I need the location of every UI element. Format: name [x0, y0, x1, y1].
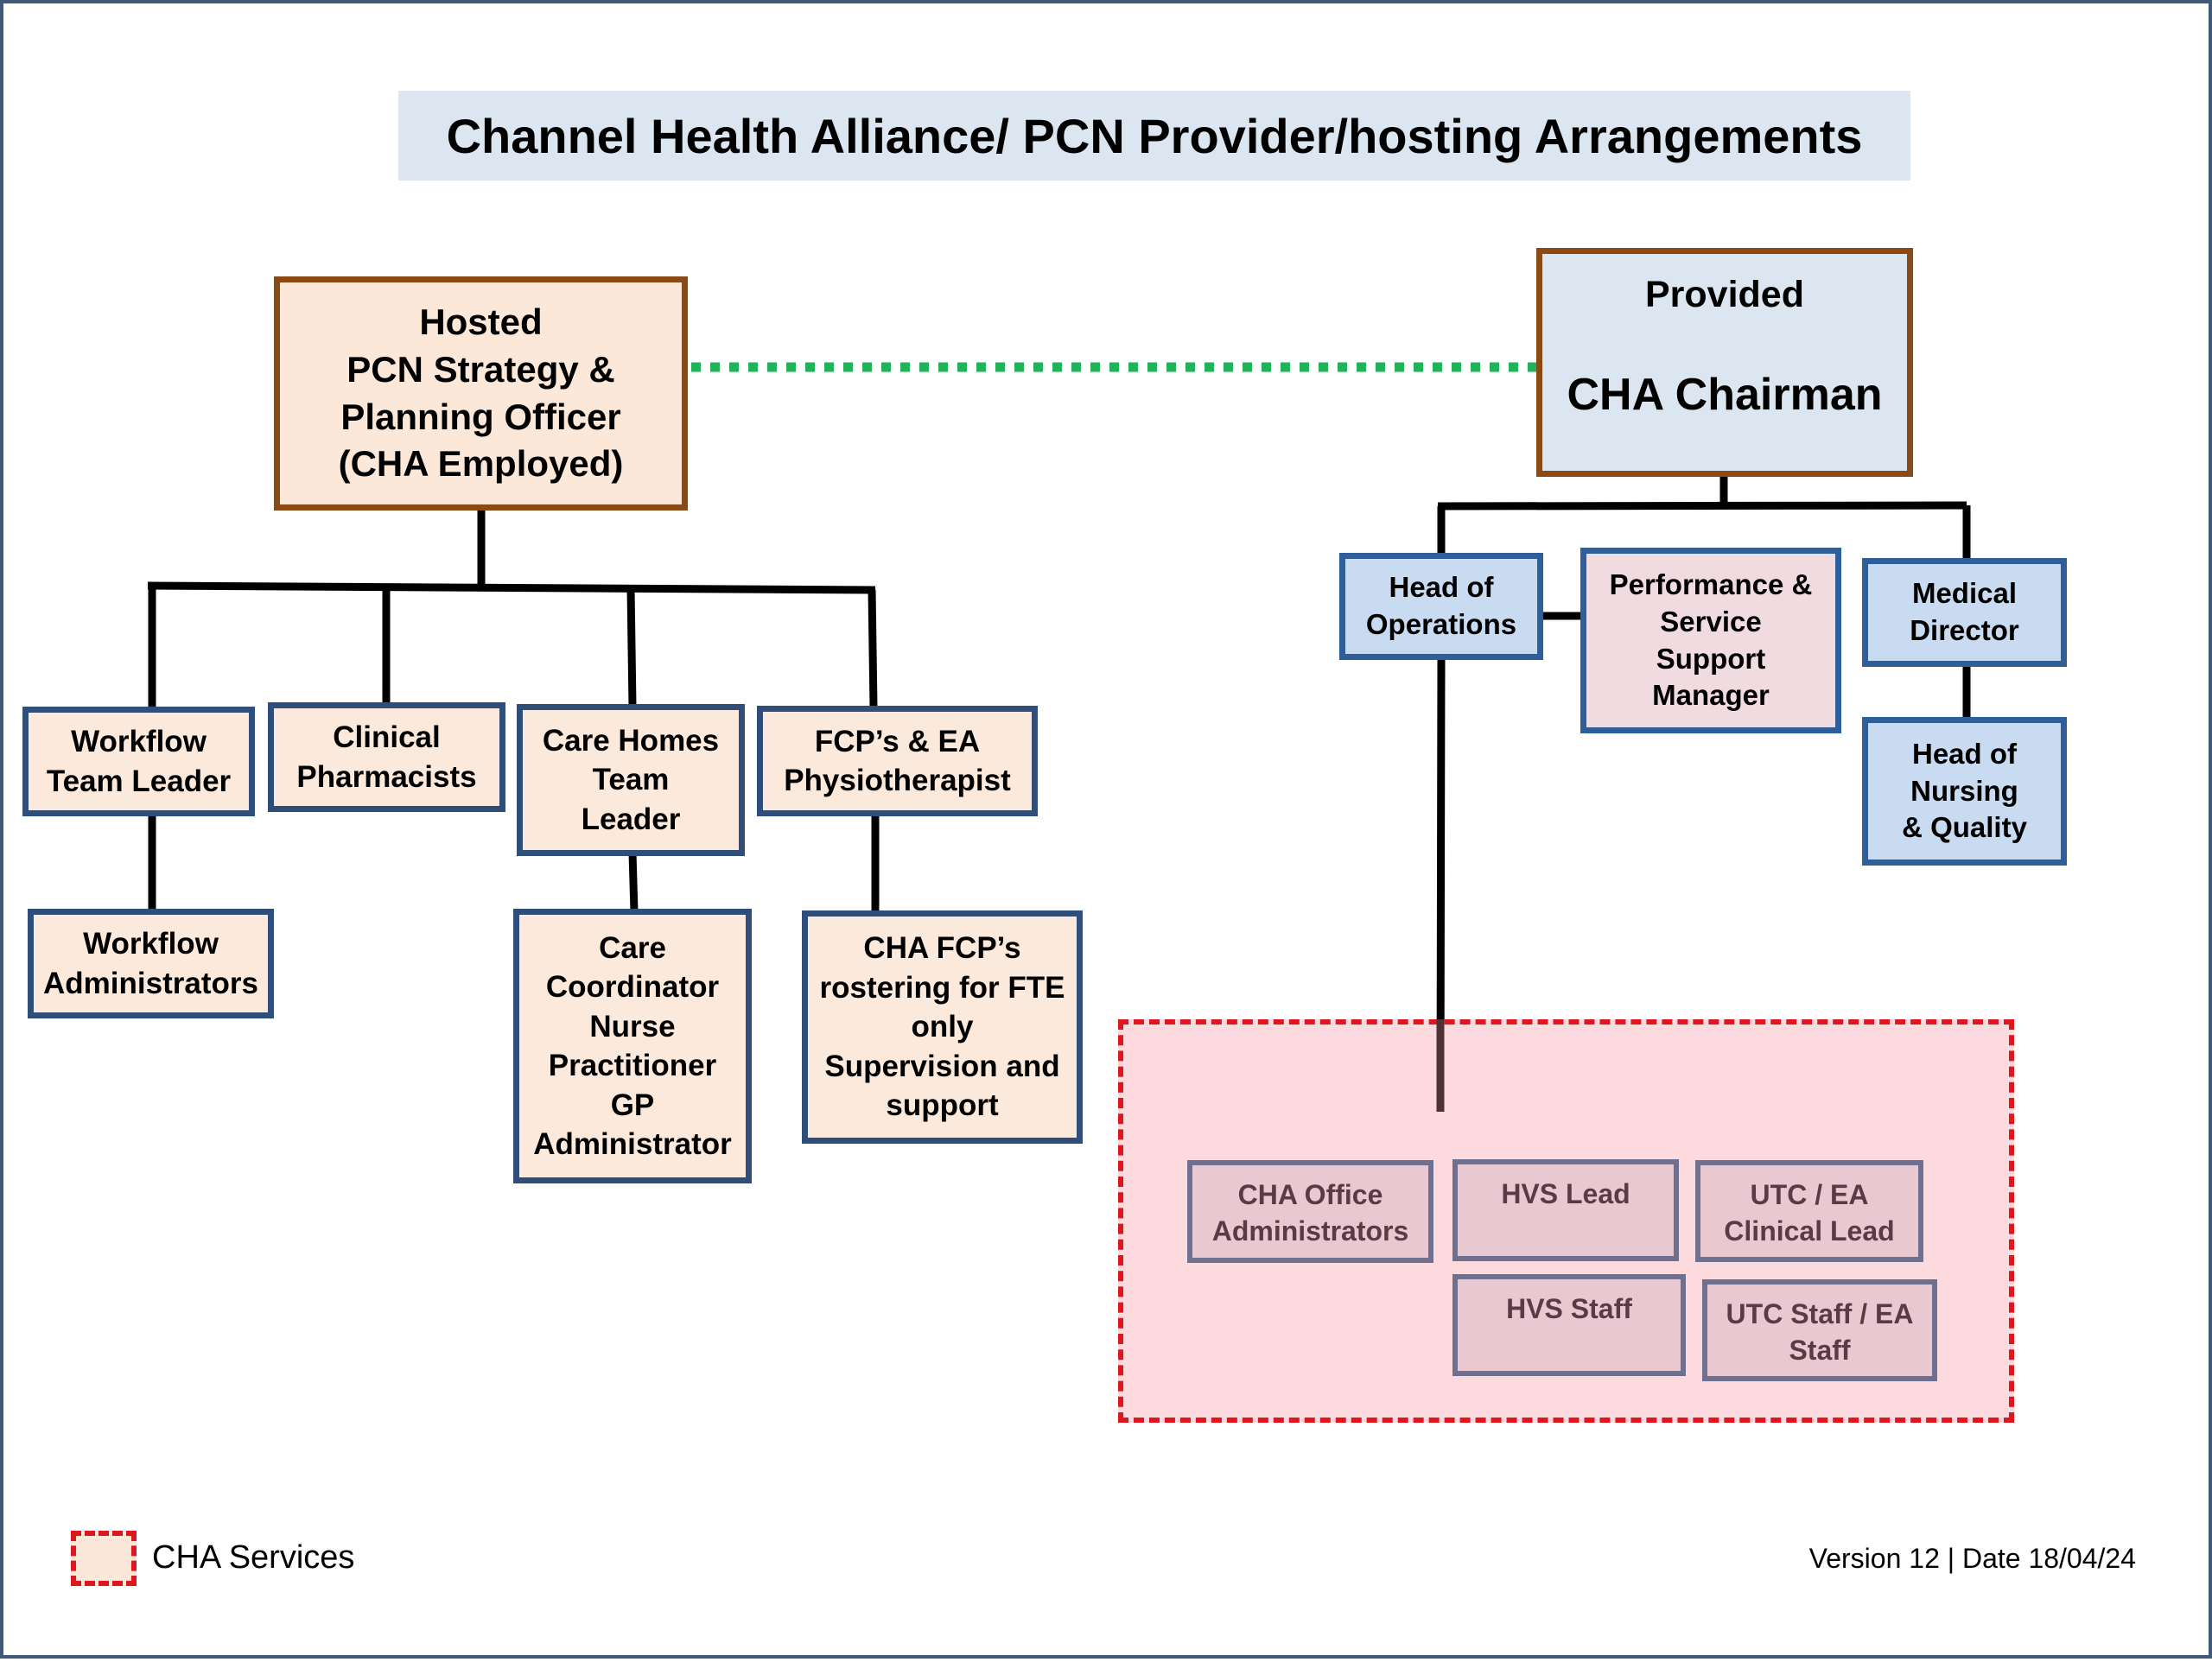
role-line: Workflow	[83, 927, 219, 961]
role-line: Manager	[1652, 679, 1770, 712]
role-line: HVS Lead	[1501, 1178, 1630, 1209]
role-line: Support	[1656, 642, 1766, 675]
role-line: Clinical	[333, 720, 441, 754]
role-line: Operations	[1365, 608, 1517, 640]
hosted-label: Hosted	[419, 301, 543, 343]
role-line: CHA FCP’s	[863, 931, 1021, 966]
role-line: Practitioner	[548, 1049, 717, 1082]
workflow-administrators-box: Workflow Administrators	[28, 909, 274, 1018]
role-line: Pharmacists	[296, 759, 477, 794]
hosted-role-line-2: Planning Officer	[340, 396, 621, 437]
role-line: & Quality	[1902, 811, 2027, 844]
role-line: Supervision and	[824, 1049, 1060, 1083]
utc-clinical-lead-box: UTC / EA Clinical Lead	[1695, 1160, 1923, 1262]
role-line: Clinical Lead	[1724, 1215, 1895, 1246]
cha-fcp-rostering-box: CHA FCP’s rostering for FTE only Supervi…	[802, 910, 1083, 1144]
hosted-role-line-1: PCN Strategy &	[346, 348, 615, 390]
role-line: Physiotherapist	[784, 764, 1011, 797]
role-line: Care Homes	[542, 723, 720, 758]
role-line: Head of	[1389, 571, 1494, 604]
care-homes-team-leader-box: Care Homes Team Leader	[517, 704, 745, 856]
performance-manager-box: Performance & Service Support Manager	[1580, 548, 1841, 733]
role-line: Nursing	[1910, 774, 2018, 807]
head-of-operations-box: Head of Operations	[1339, 553, 1543, 660]
hosted-officer-box: Hosted PCN Strategy & Planning Officer (…	[274, 276, 688, 511]
medical-director-box: Medical Director	[1862, 558, 2067, 667]
workflow-team-leader-box: Workflow Team Leader	[22, 707, 255, 816]
role-line: rostering for FTE	[819, 970, 1065, 1005]
role-line: Head of	[1911, 737, 2017, 770]
fcp-physiotherapist-box: FCP’s & EA Physiotherapist	[757, 706, 1038, 816]
role-line: UTC / EA	[1750, 1179, 1869, 1210]
role-line: Workflow	[71, 725, 207, 758]
role-line: Leader	[581, 802, 681, 836]
care-team-box: Care Coordinator Nurse Practitioner GP A…	[513, 909, 752, 1183]
role-line: Nurse	[589, 1009, 676, 1044]
role-line: Team	[592, 763, 670, 797]
role-line: FCP’s & EA	[814, 724, 981, 758]
head-of-nursing-box: Head of Nursing & Quality	[1862, 717, 2067, 866]
role-line: UTC Staff / EA	[1726, 1298, 1914, 1329]
hosted-tree-lines	[147, 508, 880, 913]
role-line: Administrators	[43, 966, 258, 1000]
page-title: Channel Health Alliance/ PCN Provider/ho…	[446, 108, 1863, 163]
role-line: only	[911, 1010, 974, 1044]
cha-office-administrators-box: CHA Office Administrators	[1187, 1160, 1433, 1263]
legend-label: CHA Services	[152, 1539, 355, 1576]
role-line: Administrator	[533, 1127, 732, 1161]
hvs-staff-box: HVS Staff	[1452, 1274, 1686, 1376]
role-line: Performance &	[1609, 568, 1813, 600]
role-line: GP	[610, 1088, 655, 1122]
utc-staff-box: UTC Staff / EA Staff	[1702, 1279, 1937, 1381]
legend-swatch	[71, 1531, 137, 1586]
hosted-role-line-3: (CHA Employed)	[338, 443, 624, 485]
clinical-pharmacists-box: Clinical Pharmacists	[268, 702, 505, 812]
role-line: Administrators	[1211, 1215, 1409, 1246]
role-line: Coordinator	[545, 970, 720, 1004]
role-line: Care	[599, 930, 666, 965]
title-banner: Channel Health Alliance/ PCN Provider/ho…	[398, 91, 1910, 181]
role-line: Staff	[1789, 1334, 1851, 1366]
provided-role: CHA Chairman	[1567, 369, 1883, 420]
role-line: CHA Office	[1237, 1179, 1383, 1210]
role-line: Team Leader	[46, 764, 232, 798]
provided-chairman-box: Provided CHA Chairman	[1536, 248, 1913, 477]
role-line: Service	[1660, 605, 1762, 638]
role-line: Medical	[1911, 577, 2018, 610]
hvs-lead-box: HVS Lead	[1452, 1159, 1679, 1261]
role-line: Director	[1910, 614, 2019, 646]
role-line: support	[886, 1088, 999, 1123]
version-date: Version 12 | Date 18/04/24	[1808, 1543, 2136, 1574]
provided-label: Provided	[1645, 274, 1804, 315]
role-line: HVS Staff	[1506, 1293, 1632, 1324]
